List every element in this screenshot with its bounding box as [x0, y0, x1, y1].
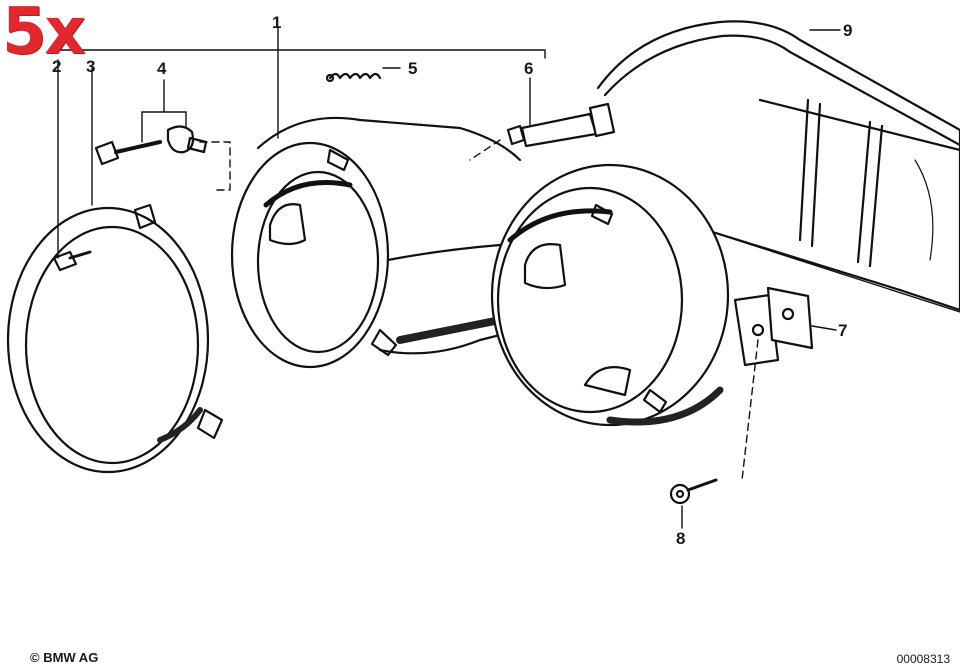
adjusting-screw-part — [94, 125, 208, 166]
label-part-5: 5 — [408, 59, 417, 78]
label-part-7: 7 — [838, 321, 847, 340]
label-part-2: 2 — [52, 57, 61, 76]
housing-part — [230, 116, 780, 427]
screw-part — [52, 250, 92, 272]
leader-lines — [57, 27, 841, 529]
adjusting-bolt-part — [506, 102, 616, 148]
part-labels: 1 2 3 4 5 6 7 8 9 — [52, 13, 852, 548]
cover-part — [596, 20, 960, 313]
label-part-1: 1 — [272, 13, 281, 32]
document-number: 00008313 — [896, 652, 950, 666]
quantity-badge: 5x — [2, 0, 86, 69]
tapping-screw-part — [669, 478, 718, 505]
label-part-9: 9 — [843, 21, 852, 40]
spring-part — [325, 72, 382, 83]
label-part-8: 8 — [676, 529, 685, 548]
ring-part — [6, 203, 224, 474]
bracket-part — [766, 286, 814, 350]
label-part-6: 6 — [524, 59, 533, 78]
label-part-3: 3 — [86, 57, 95, 76]
label-part-4: 4 — [157, 59, 167, 78]
copyright-text: © BMW AG — [30, 650, 99, 665]
